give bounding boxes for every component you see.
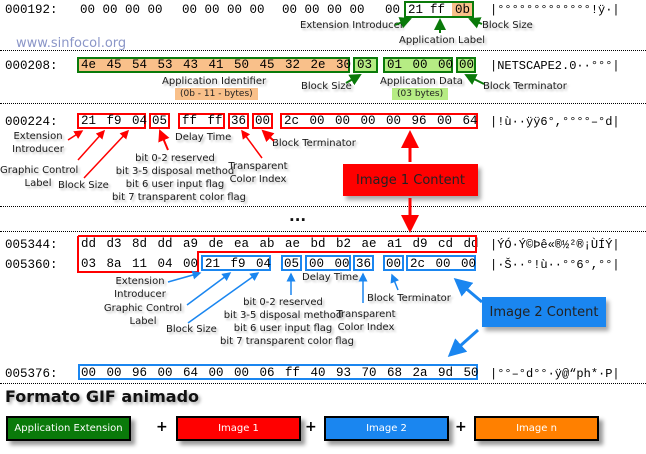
image1-content-callout: Image 1 Content <box>343 164 478 196</box>
application-identifier-box <box>77 57 350 73</box>
block-terminator-box <box>252 113 273 129</box>
block-terminator-box <box>383 255 404 271</box>
row-offset: 005344: <box>5 238 58 252</box>
delay-time-box <box>305 255 351 271</box>
row-offset: 000224: <box>5 115 58 129</box>
separator <box>0 231 646 232</box>
watermark: www.sinfocol.org <box>16 36 127 51</box>
label-extension-introducer: Extension Introducer <box>300 20 404 31</box>
delay-time-box <box>178 113 225 129</box>
packed-field-box <box>149 113 170 129</box>
label-block-size: Block Size <box>482 20 533 31</box>
label-extension-introducer: Extension Introducer <box>12 131 64 155</box>
ellipsis: ... <box>289 207 307 225</box>
separator <box>0 206 646 207</box>
image2-start-box <box>406 255 476 271</box>
hex-group: 00 00 00 00 <box>80 3 163 17</box>
row-offset: 005376: <box>5 367 58 381</box>
hex-delay-time: ff ff <box>182 114 223 128</box>
transparent-index-box <box>353 255 374 271</box>
legend-title: Formato GIF animado <box>5 387 200 406</box>
block-size-fill <box>452 3 472 16</box>
hex-image2-descriptor: 2c 00 00 <box>410 257 477 271</box>
hex-group: 00 00 00 00 <box>182 3 265 17</box>
label-delay-time: Delay Time <box>175 132 232 143</box>
gce-header-box <box>77 113 146 129</box>
hex-application-identifier: 4e 45 54 53 43 41 50 45 32 2e 30 <box>81 58 352 72</box>
label-packed-bits: bit 0-2 reserved bit 3-5 disposal method… <box>112 153 247 203</box>
hex-application-label: ff <box>430 3 446 17</box>
legend-application-extension: Application Extension <box>6 416 131 441</box>
transparent-index-box <box>228 113 249 129</box>
row-offset: 000208: <box>5 59 58 73</box>
block-size-box <box>353 57 378 73</box>
ascii-column: |°°–°d°°·ÿ@“ph*·P| <box>490 367 620 381</box>
hex-block-terminator: 00 <box>459 58 475 72</box>
ascii-column: |·Š··°!ù··°°6°,°°| <box>490 258 620 272</box>
app-extension-header-box <box>404 1 474 18</box>
image2-data-box <box>78 364 478 380</box>
label-packed-bits: bit 0-2 reserved bit 3-5 disposal method… <box>220 297 355 347</box>
ascii-column: |ÝÓ·Ý©Þê«®½²®¡ÙÍÝ| <box>490 238 620 252</box>
legend-image-n: Image n <box>474 416 599 441</box>
label-block-size: Block Size <box>58 180 109 191</box>
hex-image2-data: 00 00 96 00 64 00 00 06 ff 40 93 70 68 2… <box>81 366 479 380</box>
row-offset: 005360: <box>5 258 58 272</box>
hex-transparent-index: 36 <box>356 257 372 271</box>
plus-sign: + <box>156 419 168 435</box>
hex-gce-header: 21 f9 04 <box>81 114 148 128</box>
label-block-terminator: Block Terminator <box>483 81 567 92</box>
label-data-size: (03 bytes) <box>392 88 449 100</box>
separator <box>0 383 646 384</box>
gce2-header-box <box>201 255 271 271</box>
hex-packed-field: 05 <box>284 257 300 271</box>
label-transparent-color-index: Transparent Color Index <box>336 309 396 333</box>
legend-image-1: Image 1 <box>176 416 301 441</box>
label-extension-introducer: Extension Introducer <box>114 276 166 300</box>
legend-image-2: Image 2 <box>324 416 449 441</box>
plus-sign: + <box>305 419 317 435</box>
hex-gce2-header: 21 f9 04 <box>205 257 272 271</box>
application-data-box <box>383 57 453 73</box>
label-application-label: Application Label <box>399 35 486 46</box>
hex-application-data: 01 00 00 <box>387 58 454 72</box>
plus-sign: + <box>455 419 467 435</box>
hex-transparent-index: 36 <box>231 114 247 128</box>
label-block-size: Block Size <box>166 324 217 335</box>
hex-delay-time: 00 00 <box>309 257 350 271</box>
hex-block-size: 0b <box>455 3 471 17</box>
hex-image1-descriptor: 2c 00 00 00 00 96 00 64 <box>284 114 478 128</box>
hex-group: 00 <box>385 3 401 17</box>
label-delay-time: Delay Time <box>302 272 359 283</box>
label-identifier-size: (0b - 11 - bytes) <box>175 88 258 100</box>
label-transparent-color-index: Transparent Color Index <box>228 161 288 185</box>
image1-start-box <box>280 113 478 129</box>
label-block-size-2: Block Size <box>301 81 352 92</box>
block-terminator-box <box>456 57 476 73</box>
row-offset: 000192: <box>5 3 58 17</box>
hex-group: 00 00 00 00 <box>282 3 365 17</box>
image2-content-callout: Image 2 Content <box>482 297 606 327</box>
label-graphic-control-label: Graphic Control Label <box>0 165 79 189</box>
hex-block-size: 03 <box>357 58 373 72</box>
ascii-column: |NETSCAPE2.0··°°°| <box>490 59 620 73</box>
hex-block-terminator: 00 <box>386 257 402 271</box>
ascii-column: |°°°°°°°°°°°°°!ÿ·| <box>490 3 620 17</box>
label-block-terminator: Block Terminator <box>272 138 356 149</box>
label-block-terminator: Block Terminator <box>367 293 451 304</box>
ascii-column: |!ù··ÿÿ6°,°°°°–°d| <box>490 115 620 129</box>
hex-block-terminator: 00 <box>255 114 271 128</box>
hex-image1-data: dd d3 8d dd a9 de ea ab ae bd b2 ae a1 d… <box>81 237 479 251</box>
label-application-identifier: Application Identifier <box>162 76 267 87</box>
packed-field-box <box>281 255 302 271</box>
hex-extension-introducer: 21 <box>408 3 424 17</box>
label-graphic-control-label: Graphic Control Label <box>103 303 183 327</box>
hex-image1-tail: 03 8a 11 04 00 <box>81 257 199 271</box>
separator <box>0 103 646 104</box>
label-application-data: Application Data <box>380 76 463 87</box>
hex-packed-field: 05 <box>152 114 168 128</box>
separator <box>0 50 646 51</box>
